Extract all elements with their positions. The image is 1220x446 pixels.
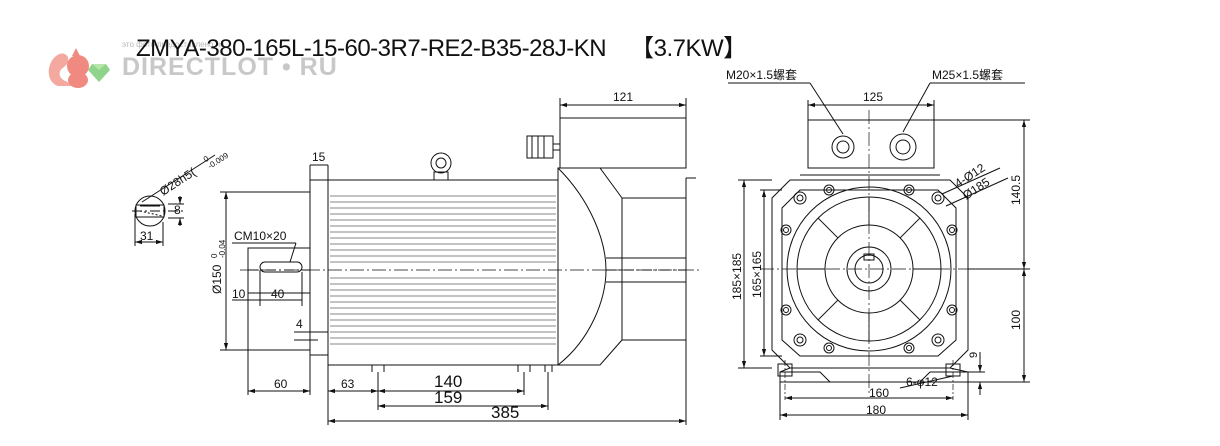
- watermark-brand: DIRECTLOT • RU: [122, 53, 338, 81]
- foot-hole-spacing-label: 160: [869, 386, 889, 400]
- drawing-title: ZMYA-380-165L-15-60-3R7-RE2-B35-28J-KN 【3…: [136, 28, 747, 63]
- shaft-tol-upper: 0: [202, 154, 211, 164]
- gland-right-label: M25×1.5螺套: [932, 68, 1003, 82]
- gland-spacing-label: 125: [863, 90, 883, 104]
- dimension-labels: Ø28h5( 0 -0.009 8 31 15 121 CM10×20 Ø150…: [140, 68, 1023, 422]
- spigot-depth-label: 4: [296, 317, 303, 331]
- cooling-fins: [330, 195, 556, 345]
- dim-63-label: 63: [341, 377, 355, 391]
- shaft-length-label: 60: [274, 377, 288, 391]
- dim-140-label: 140: [434, 372, 462, 391]
- model-code: ZMYA-380-165L-15-60-3R7-RE2-B35-28J-KN: [136, 35, 607, 62]
- outer-square-label: 185×185: [730, 253, 744, 300]
- foot-thickness-label: 9: [968, 352, 980, 358]
- gland-left-label: M20×1.5螺套: [726, 68, 797, 82]
- watermark-caption: это фото предоставлено на: [122, 40, 225, 49]
- inner-square-label: 165×165: [750, 251, 764, 298]
- terminal-box-width-label: 121: [613, 90, 633, 104]
- flange-thickness-label: 15: [312, 150, 326, 164]
- key-length-label: 40: [271, 287, 285, 301]
- key-offset-label: 10: [232, 287, 246, 301]
- keyway-length-label: 31: [140, 229, 154, 243]
- foot-holes-label: 6-φ12: [906, 375, 938, 389]
- shaft-diameter-label: Ø28h5(: [157, 165, 198, 199]
- shaft-tol-lower: -0.009: [206, 151, 230, 171]
- spigot-tol-lower: -0.04: [218, 239, 227, 258]
- dim-159-label: 159: [434, 388, 462, 407]
- shaft-height-label: 100: [1009, 310, 1023, 330]
- watermark-squirrel-logo-icon: [48, 48, 110, 88]
- motor-front-view: [728, 82, 1030, 420]
- shaft-section-detail: [132, 154, 216, 246]
- key-height-label: 8: [174, 203, 181, 217]
- foot-width-label: 180: [866, 403, 886, 417]
- spigot-diameter-label: Ø150: [210, 264, 224, 294]
- thread-label: CM10×20: [234, 229, 287, 243]
- power-rating: 【3.7KW】: [630, 35, 747, 62]
- dim-385-label: 385: [491, 403, 519, 422]
- motor-side-view: [220, 98, 700, 425]
- spigot-tol-upper: 0: [210, 253, 219, 258]
- top-height-label: 140.5: [1009, 175, 1023, 205]
